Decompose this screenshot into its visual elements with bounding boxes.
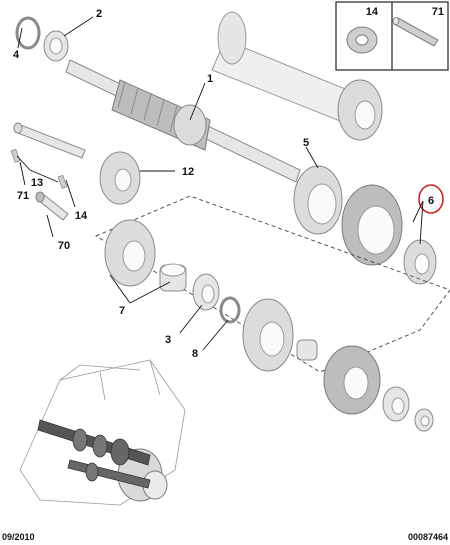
washer-hole xyxy=(355,34,369,46)
part-70-bolt xyxy=(35,191,69,221)
label-part-2: 2 xyxy=(96,8,102,20)
lower-gear xyxy=(242,298,294,372)
part-labels: 2 4 1 5 12 6 13 71 14 70 7 3 8 xyxy=(13,8,434,360)
part-4-circlip xyxy=(15,16,41,50)
highlight-circle xyxy=(418,184,444,214)
part-2-bearing xyxy=(43,30,69,62)
part-12-gear xyxy=(99,151,141,205)
part-1-mainshaft xyxy=(65,59,301,183)
part-3-bearing xyxy=(192,273,220,311)
label-part-1: 1 xyxy=(207,73,213,85)
footer-reference: 00087464 xyxy=(408,532,448,542)
part-8-washer xyxy=(219,296,241,324)
pin-icon xyxy=(392,17,439,47)
inset-panel: 14 71 xyxy=(335,1,449,71)
lower-nut xyxy=(414,408,434,432)
part-5-gear xyxy=(293,165,343,235)
label-part-3: 3 xyxy=(165,334,171,346)
part-13-shaft-pin xyxy=(10,122,86,189)
label-part-12: 12 xyxy=(182,166,194,178)
label-part-14: 14 xyxy=(75,210,88,222)
label-part-4: 4 xyxy=(13,49,20,61)
lower-bearing xyxy=(382,386,410,422)
inset-label-14: 14 xyxy=(366,6,379,18)
label-part-70: 70 xyxy=(58,240,70,252)
label-part-7: 7 xyxy=(119,305,125,317)
inset-label-71: 71 xyxy=(432,6,444,18)
label-part-71: 71 xyxy=(17,190,29,202)
synchro-hub xyxy=(341,184,403,266)
leader-lines xyxy=(16,16,424,351)
label-part-6: 6 xyxy=(428,195,434,207)
lower-sleeve xyxy=(296,339,318,361)
part-7-gear xyxy=(104,219,156,287)
footer-date: 09/2010 xyxy=(2,532,35,542)
part-7-sleeve xyxy=(159,263,187,292)
input-shaft xyxy=(211,11,383,141)
subassembly-outline xyxy=(95,195,450,373)
gearbox-thumbnail xyxy=(19,359,186,506)
label-part-13: 13 xyxy=(31,177,43,189)
label-part-5: 5 xyxy=(303,137,309,149)
label-part-8: 8 xyxy=(192,348,198,360)
part-6-gear xyxy=(403,239,437,285)
lower-hub xyxy=(323,345,381,415)
